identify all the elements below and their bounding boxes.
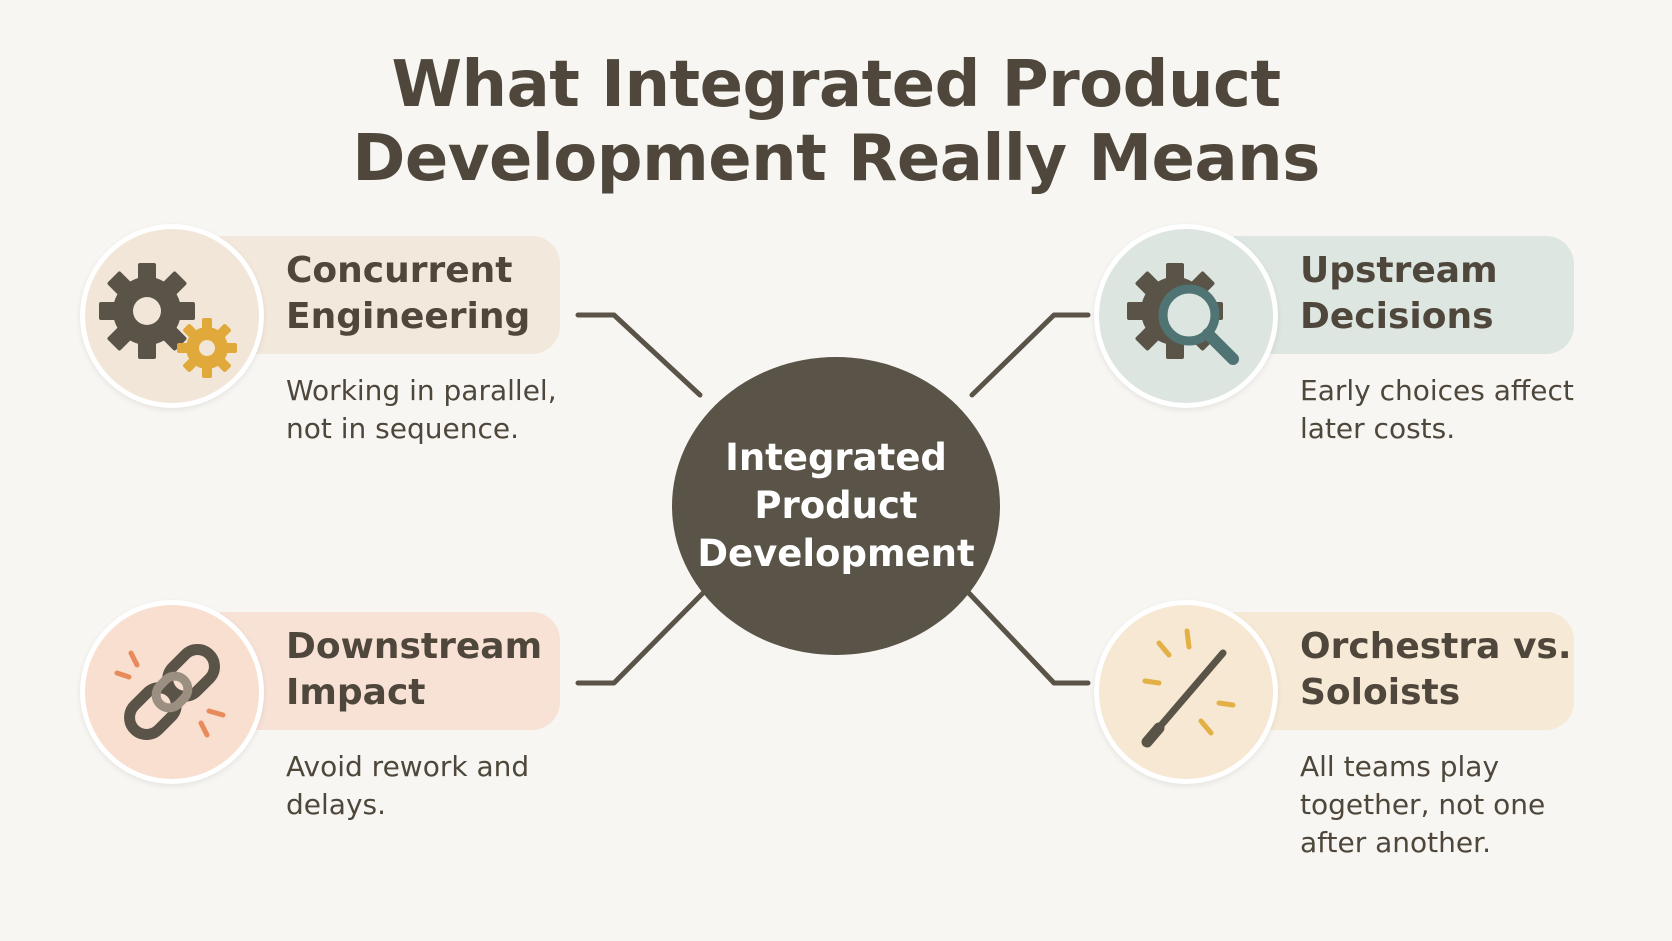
hub-label-line-2: Product — [754, 484, 918, 527]
broken-chain-icon — [114, 644, 226, 740]
page-title: What Integrated Product Development Real… — [0, 48, 1672, 196]
node-title: Concurrent Engineering — [286, 250, 531, 337]
node-title: Upstream Decisions — [1300, 250, 1498, 337]
node-upstream-decisions: Upstream Decisions Early choices affect … — [1094, 224, 1614, 484]
hub-label-line-3: Development — [697, 532, 975, 575]
node-icon-circle — [80, 224, 264, 408]
node-icon-circle — [80, 600, 264, 784]
node-icon-circle — [1094, 600, 1278, 784]
node-icon-circle — [1094, 224, 1278, 408]
gears-icon — [99, 263, 237, 378]
conductor-baton-icon — [1141, 628, 1236, 748]
node-description: All teams play together, not one after a… — [1300, 750, 1546, 859]
gear-magnifier-icon — [1127, 263, 1239, 365]
node-label-pill — [1234, 612, 1574, 730]
connector-top-right — [969, 312, 1091, 398]
page-title-line-2: Development Really Means — [352, 122, 1320, 196]
node-orchestra-vs-soloists: Orchestra vs. Soloists All teams play to… — [1094, 600, 1614, 860]
center-hub: Integrated Product Development — [672, 357, 1000, 655]
node-title: Orchestra vs. Soloists — [1300, 626, 1572, 713]
node-downstream-impact: Downstream Impact Avoid rework and delay… — [80, 600, 600, 860]
node-label-pill — [220, 236, 560, 354]
node-description: Early choices affect later costs. — [1300, 374, 1574, 445]
page-title-line-1: What Integrated Product — [391, 48, 1281, 122]
connector-top-left — [575, 312, 703, 398]
node-description: Avoid rework and delays. — [286, 750, 530, 821]
connector-bottom-left — [575, 587, 709, 686]
node-title: Downstream Impact — [286, 626, 543, 713]
hub-label-line-1: Integrated — [725, 436, 947, 479]
node-label-pill — [220, 612, 560, 730]
node-description: Working in parallel, not in sequence. — [286, 374, 557, 445]
connector-bottom-right — [963, 587, 1091, 686]
node-label-pill — [1234, 236, 1574, 354]
node-concurrent-engineering: Concurrent Engineering Working in parall… — [80, 224, 600, 484]
